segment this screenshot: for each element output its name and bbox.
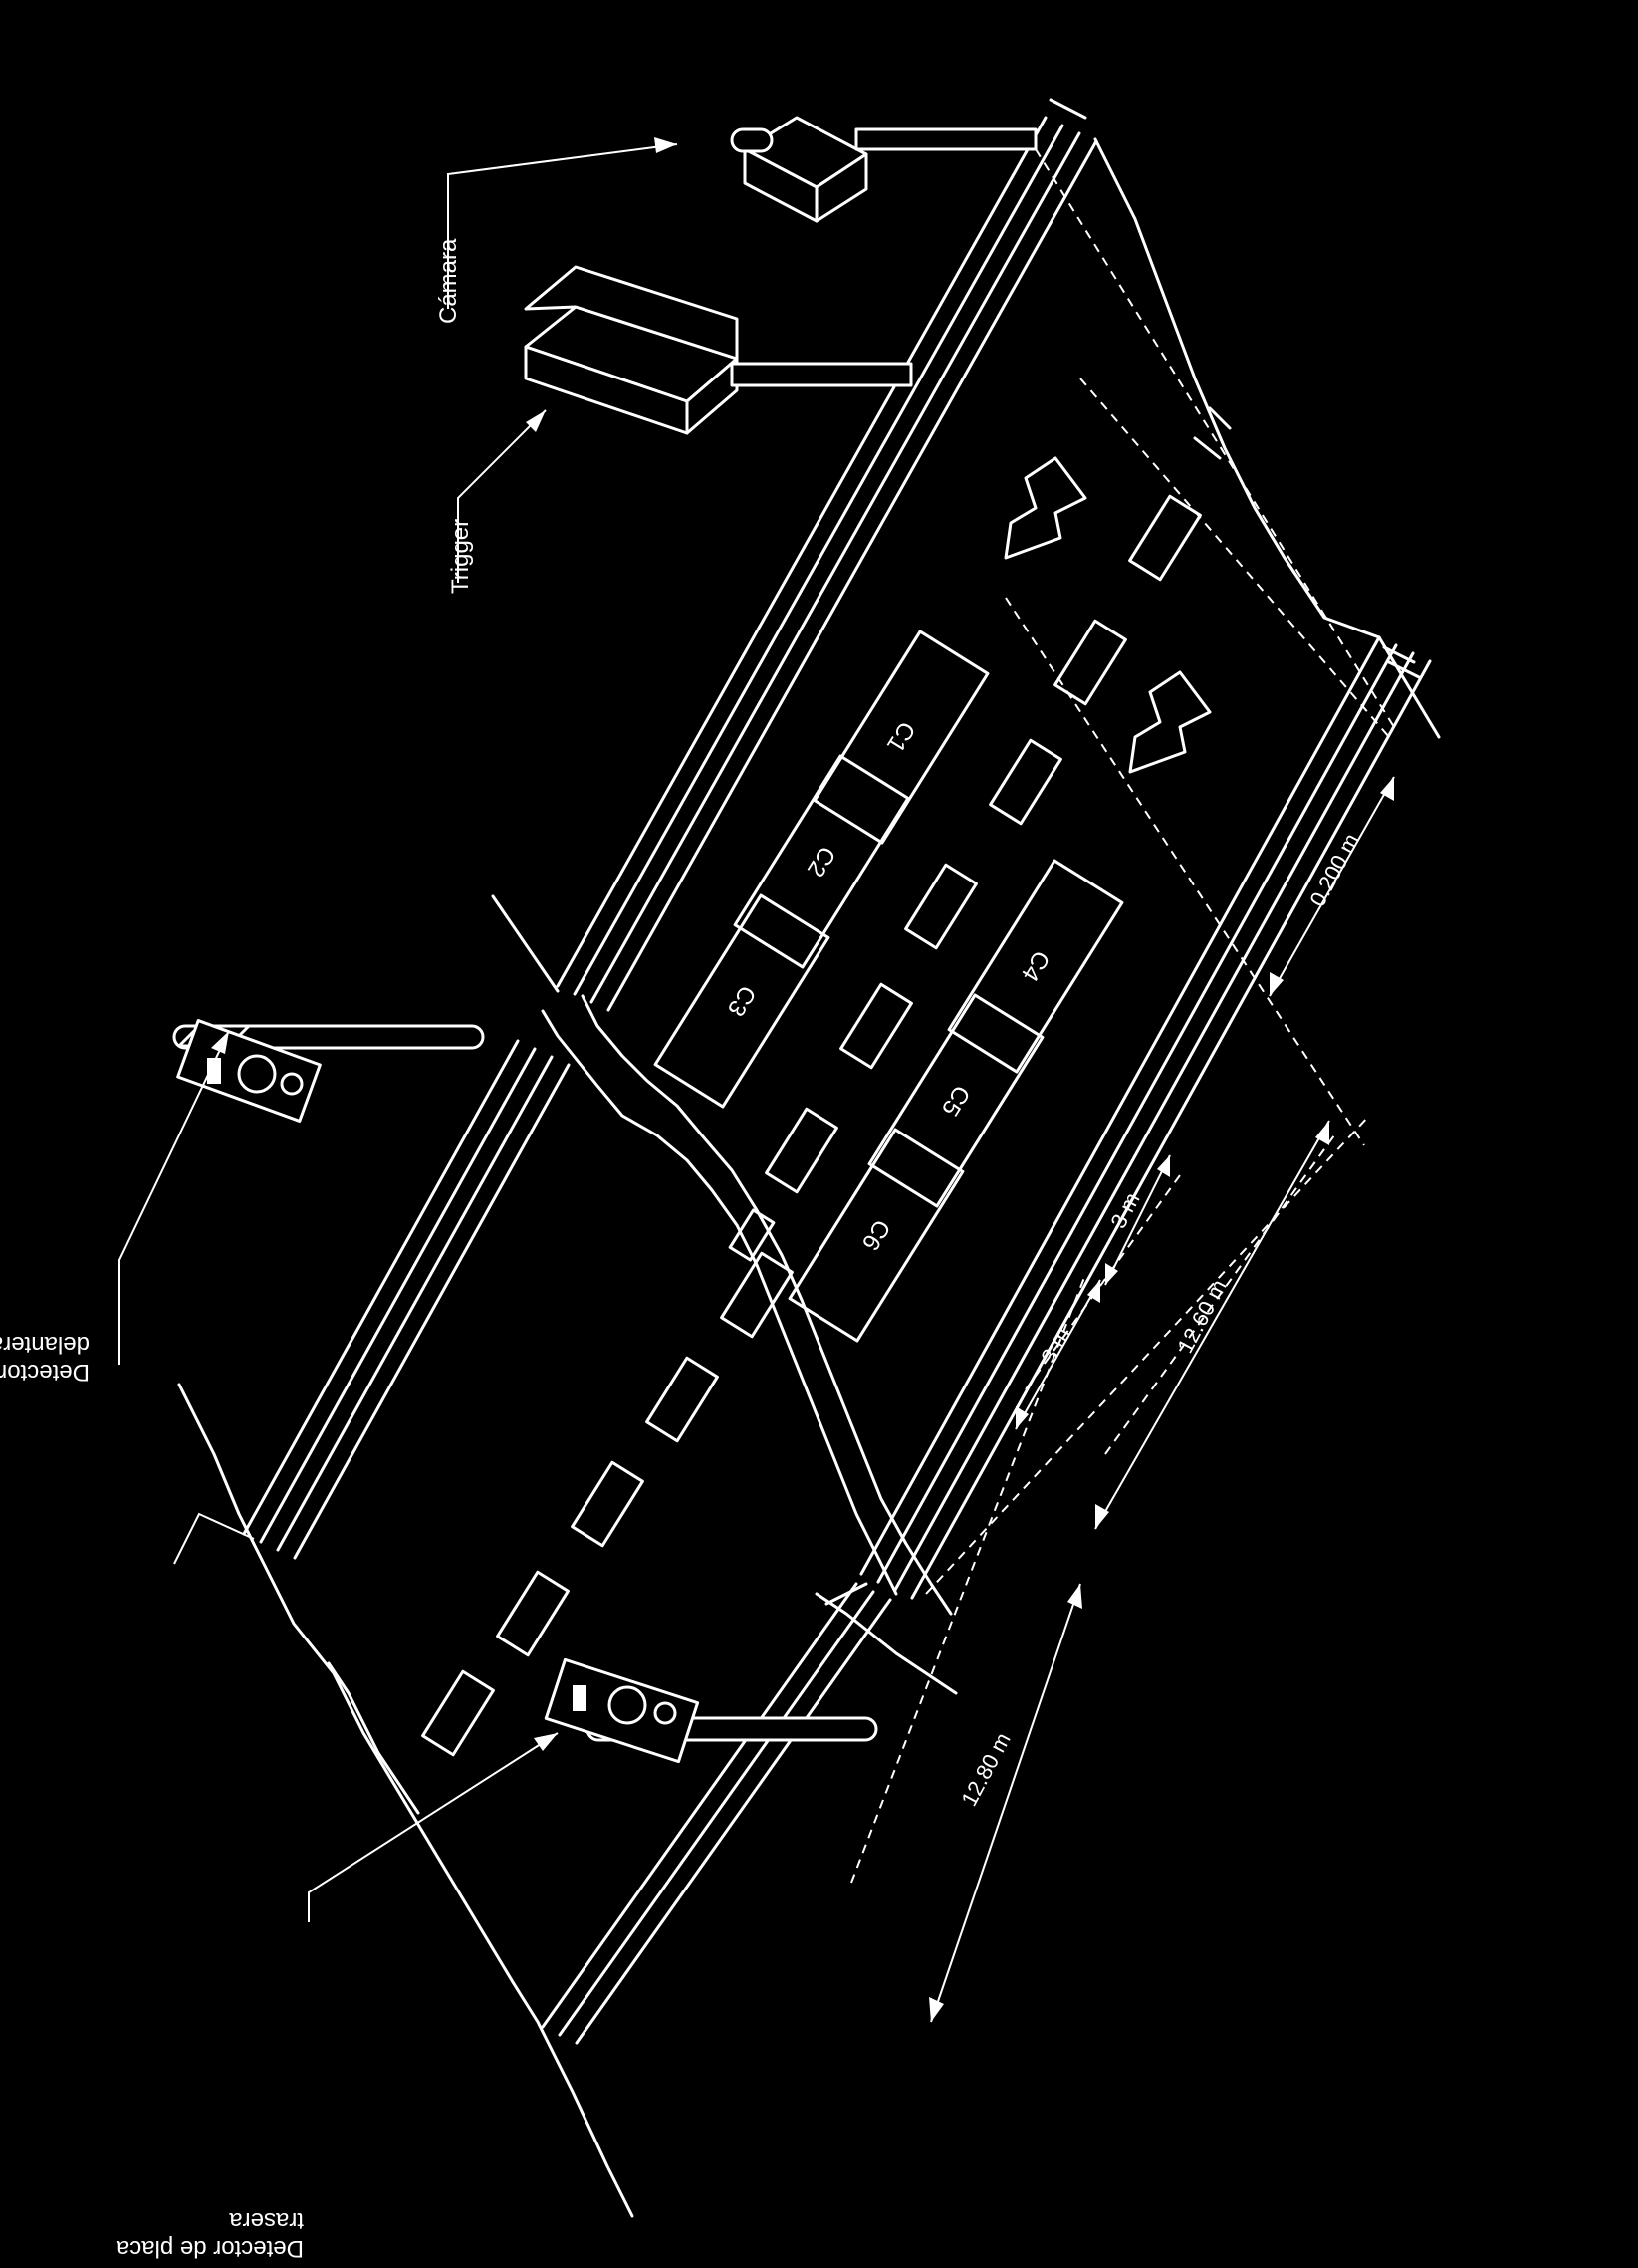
- direction-arrows: [1004, 456, 1212, 774]
- camera-near: [544, 1657, 878, 1764]
- direction-arrow-icon: [1128, 670, 1212, 774]
- camera-zone-c4: C4: [947, 859, 1124, 1074]
- road-outline: [177, 98, 1441, 2218]
- callouts: [118, 137, 678, 1922]
- label-detector-behind-line1: Detector de placa: [116, 2235, 304, 2262]
- label-trigger: Trigger: [447, 519, 474, 594]
- labels: Detector de placa delantera Detector de …: [0, 238, 474, 2262]
- camera-zone-c3-label: C3: [722, 981, 761, 1021]
- camera-zone-c1-label: C1: [881, 717, 920, 757]
- label-detector-ahead-line2: delantera: [0, 1331, 90, 1358]
- dimension-seg-2: 3 m: [1105, 1188, 1144, 1232]
- label-detector-ahead: Detector de placa delantera: [0, 1331, 90, 1386]
- devices: [172, 116, 1038, 1764]
- camera-device: [730, 116, 1038, 223]
- direction-arrow-icon: [1004, 456, 1087, 560]
- label-detector-behind-line2: trasera: [229, 2207, 304, 2234]
- lane-dashes: [421, 494, 1202, 1757]
- label-camera: Cámara: [435, 238, 462, 324]
- camera-far: [172, 1019, 485, 1123]
- label-detector-ahead-line1: Detector de placa: [0, 1359, 90, 1386]
- camera-zone-c2: C2: [733, 754, 910, 969]
- label-detector-behind: Detector de placa trasera: [110, 2207, 304, 2262]
- trigger-device: [524, 265, 913, 435]
- camera-zone-c6-label: C6: [856, 1215, 895, 1255]
- camera-zone-c3: C3: [653, 893, 830, 1109]
- camera-zone-c5-label: C5: [936, 1081, 975, 1121]
- camera-zone-c4-label: C4: [1016, 946, 1054, 986]
- camera-zones: C1 C2 C3 C4 C5 C6: [653, 630, 1124, 1343]
- camera-zone-c2-label: C2: [802, 842, 840, 882]
